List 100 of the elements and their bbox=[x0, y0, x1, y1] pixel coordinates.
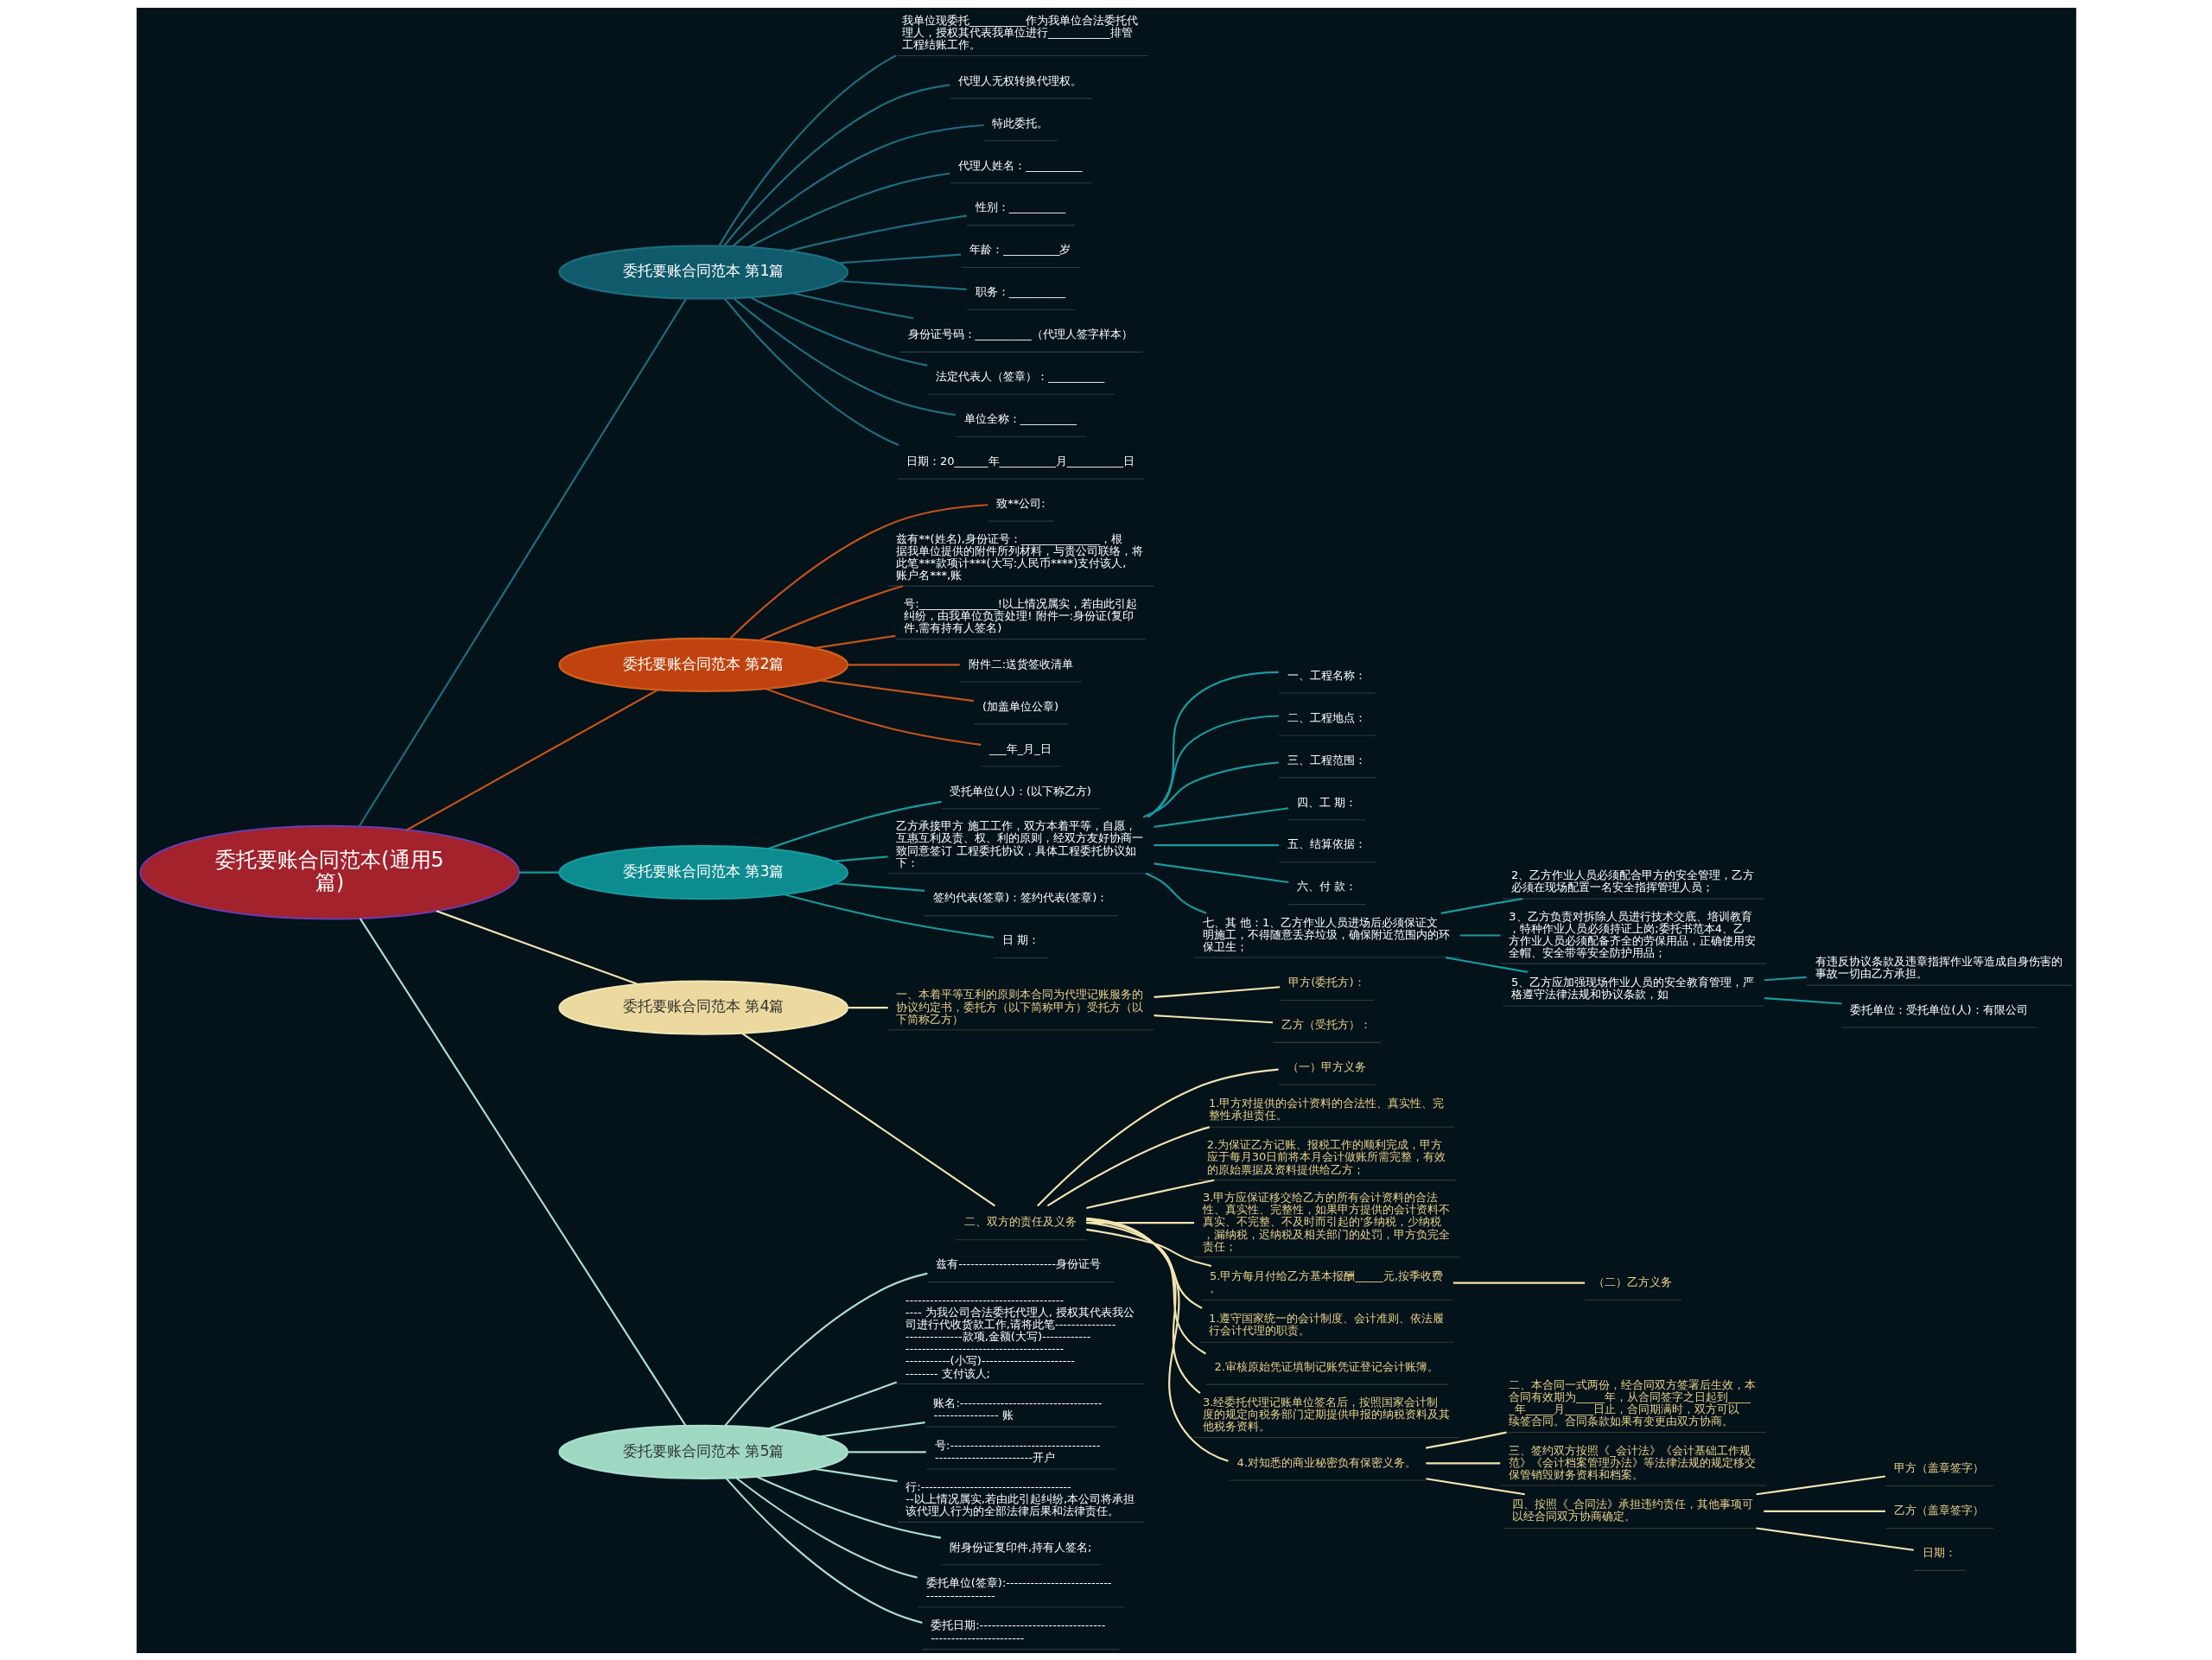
connector bbox=[1425, 1461, 1500, 1464]
connector bbox=[1147, 671, 1279, 817]
connector bbox=[1445, 956, 1528, 973]
node-text: 特此委托。 bbox=[991, 116, 1048, 130]
node-text: 委托单位：受托单位(人)：有限公司 bbox=[1849, 1002, 2028, 1016]
connector bbox=[847, 1006, 888, 1008]
node-text: 5、乙方应加强现场作业人员的安全教育管理，严格遵守法律法规和协议条款，如 bbox=[1510, 975, 1754, 1001]
node-text: 日期：20______年__________月__________日 bbox=[906, 454, 1135, 467]
node-text: 日期： bbox=[1922, 1545, 1956, 1559]
node-ellipse: 委托要账合同范本 第2篇 bbox=[557, 637, 849, 692]
connector bbox=[723, 297, 899, 446]
connector bbox=[847, 663, 960, 665]
connector bbox=[717, 54, 896, 246]
connector bbox=[1142, 760, 1279, 817]
connector bbox=[839, 279, 967, 290]
connector bbox=[1459, 933, 1500, 937]
node-text: 兹有------------------------身份证号 bbox=[935, 1256, 1101, 1270]
node-text: 我单位现委托__________作为我单位合法委托代理人，授权其代表我单位进行___________排管工程结账工作。 bbox=[901, 13, 1138, 51]
connector bbox=[724, 1272, 928, 1426]
node-text: 附件二:送货签收清单 bbox=[968, 657, 1073, 671]
node-text: 致**公司: bbox=[995, 496, 1046, 510]
connector bbox=[1085, 1228, 1211, 1267]
connector bbox=[1085, 1218, 1206, 1354]
node-text: 行:---------------------------------------以上情况属实,若由此引起纠纷,本公司将承担该代理人行为的全部法律后果和法律责任。 bbox=[905, 1479, 1135, 1517]
connector bbox=[1146, 714, 1279, 817]
node-text: 2、乙方作业人员必须配合甲方的安全管理，乙方必须在现场配置一名安全指挥管理人员； bbox=[1510, 868, 1754, 894]
node-text: 一、本着平等互利的原则本合同为代理记账服务的协议约定书，委托方（以下简称甲方）受托方（以下简称乙方） bbox=[896, 987, 1144, 1026]
connector bbox=[1755, 1474, 1885, 1495]
connector bbox=[838, 253, 961, 264]
node-text: 日 期： bbox=[1001, 932, 1039, 946]
connector bbox=[1425, 1477, 1525, 1495]
connector bbox=[1154, 1014, 1273, 1023]
connector bbox=[1154, 985, 1280, 998]
connector bbox=[358, 297, 687, 827]
node-ellipse: 委托要账合同范本 第3篇 bbox=[557, 844, 849, 900]
connector bbox=[820, 678, 974, 702]
connector bbox=[359, 917, 686, 1426]
node-text: 4.对知悉的商业秘密负有保密义务。 bbox=[1236, 1455, 1416, 1469]
node-text: 5.甲方每月付给乙方基本报酬_____元,按季收费。 bbox=[1209, 1269, 1443, 1294]
connector bbox=[789, 214, 967, 251]
connector bbox=[765, 687, 981, 746]
node-text: 身份证号码：__________（代理人签字样本） bbox=[907, 327, 1133, 340]
connector bbox=[1764, 996, 1842, 1005]
node-text: 3.甲方应保证移交给乙方的所有会计资料的合法性、真实性、完整性，如果甲方提供的会计资料不真实、不完整、不及时而引起的'多纳税，少纳税，漏纳税，迟纳税及相关部门的处罚，甲方负完全责任； bbox=[1202, 1190, 1450, 1253]
node-text: 有违反协议条款及违章指挥作业等造成自身伤害的事故一切由乙方承担。 bbox=[1815, 954, 2063, 980]
node-text: 甲方(委托方)： bbox=[1287, 975, 1365, 989]
node-text: 3.经委托代理记账单位签名后，按照国家会计制度的规定向税务部门定期提供申报的纳税资料及其他税务资料。 bbox=[1202, 1395, 1450, 1433]
node-text: 1.甲方对提供的会计资料的合法性、真实性、完整性承担责任。 bbox=[1208, 1096, 1444, 1122]
connector bbox=[1452, 1282, 1585, 1284]
connector bbox=[791, 291, 913, 319]
connector bbox=[722, 83, 950, 246]
node-text: 一、工程名称： bbox=[1287, 668, 1366, 682]
node-ellipse: 委托要账合同范本(通用5篇) bbox=[138, 824, 520, 920]
node-ellipse: 委托要账合同范本 第1篇 bbox=[557, 244, 849, 300]
node-text: （二）乙方义务 bbox=[1592, 1275, 1672, 1288]
connector bbox=[847, 1450, 926, 1453]
connector bbox=[814, 634, 895, 649]
node-ellipse: 委托要账合同范本 第4篇 bbox=[557, 980, 849, 1035]
node-text: 号:-------------------------------------------------------------开户 bbox=[934, 1438, 1100, 1464]
node-text: 六、付 款： bbox=[1296, 879, 1357, 893]
connector bbox=[1036, 1068, 1279, 1206]
node-text: (加盖单位公章) bbox=[982, 699, 1058, 713]
node-text: 甲方（盖章签字） bbox=[1893, 1460, 1984, 1474]
node-text: 四、工 期： bbox=[1296, 795, 1357, 809]
node-text: 签约代表(签章)：签约代表(签章)： bbox=[932, 890, 1108, 904]
connector bbox=[755, 1475, 941, 1539]
node-text: 委托日期:------------------------------------------------------ bbox=[930, 1618, 1105, 1644]
node-text: 受托单位(人)：(以下称乙方) bbox=[949, 784, 1091, 798]
node-text: 乙方承接甲方 施工工作，双方本着平等，自愿，互惠互利及责、权、利的原则，经双方友好协商一致同意签订 工程委托协议，具体工程委托协议如下： bbox=[896, 818, 1144, 869]
node-text: 七、其 他：1、乙方作业人员进场后必须保证文明施工，不得随意丢弃垃圾，确保附近范围内的环保卫生； bbox=[1202, 915, 1450, 953]
connector bbox=[1764, 976, 1807, 981]
node-text: 代理人姓名：__________ bbox=[957, 158, 1082, 172]
connector bbox=[759, 584, 903, 641]
connector bbox=[732, 296, 956, 416]
node-text: 号:______________!以上情况属实，若由此引起纠纷，由我单位负责处理! 附件一:身份证(复印件,需有持有人签名) bbox=[903, 596, 1137, 634]
connector bbox=[748, 171, 950, 248]
connector bbox=[820, 1421, 925, 1437]
connector bbox=[725, 1477, 923, 1624]
node-text: 职务：__________ bbox=[975, 284, 1065, 298]
connector bbox=[1085, 1217, 1229, 1462]
node-text: 二、工程地点： bbox=[1287, 710, 1366, 724]
node-text: 附身份证复印件,持有人签名; bbox=[949, 1540, 1091, 1554]
connector bbox=[741, 1032, 995, 1206]
connector bbox=[405, 689, 658, 830]
connector bbox=[1145, 872, 1207, 914]
connector bbox=[1425, 1431, 1507, 1449]
connector bbox=[769, 1381, 897, 1429]
connector bbox=[1763, 1510, 1885, 1512]
node-text: 四、按照《_合同法》承担违约责任，其他事项可以经合同双方协商确定。 bbox=[1511, 1497, 1753, 1523]
connector bbox=[1085, 1218, 1201, 1394]
node-text: ___年_月_日 bbox=[988, 741, 1052, 755]
connector bbox=[1046, 1125, 1210, 1206]
connector bbox=[767, 800, 942, 849]
connector bbox=[1440, 897, 1522, 914]
node-text: 乙方（受托方）： bbox=[1281, 1017, 1371, 1031]
node-text: 五、结算依据： bbox=[1287, 836, 1366, 850]
node-text: 兹有**(姓名),身份证号：______________，根据我单位提供的附件所列材料，与贵公司联络，将此笔***款项计***(大写:人民币****)支付该人,账户名***,账 bbox=[896, 531, 1144, 582]
node-text: 三、工程范围： bbox=[1287, 753, 1366, 766]
connector bbox=[518, 871, 559, 874]
node-text: （一）甲方义务 bbox=[1287, 1059, 1366, 1073]
